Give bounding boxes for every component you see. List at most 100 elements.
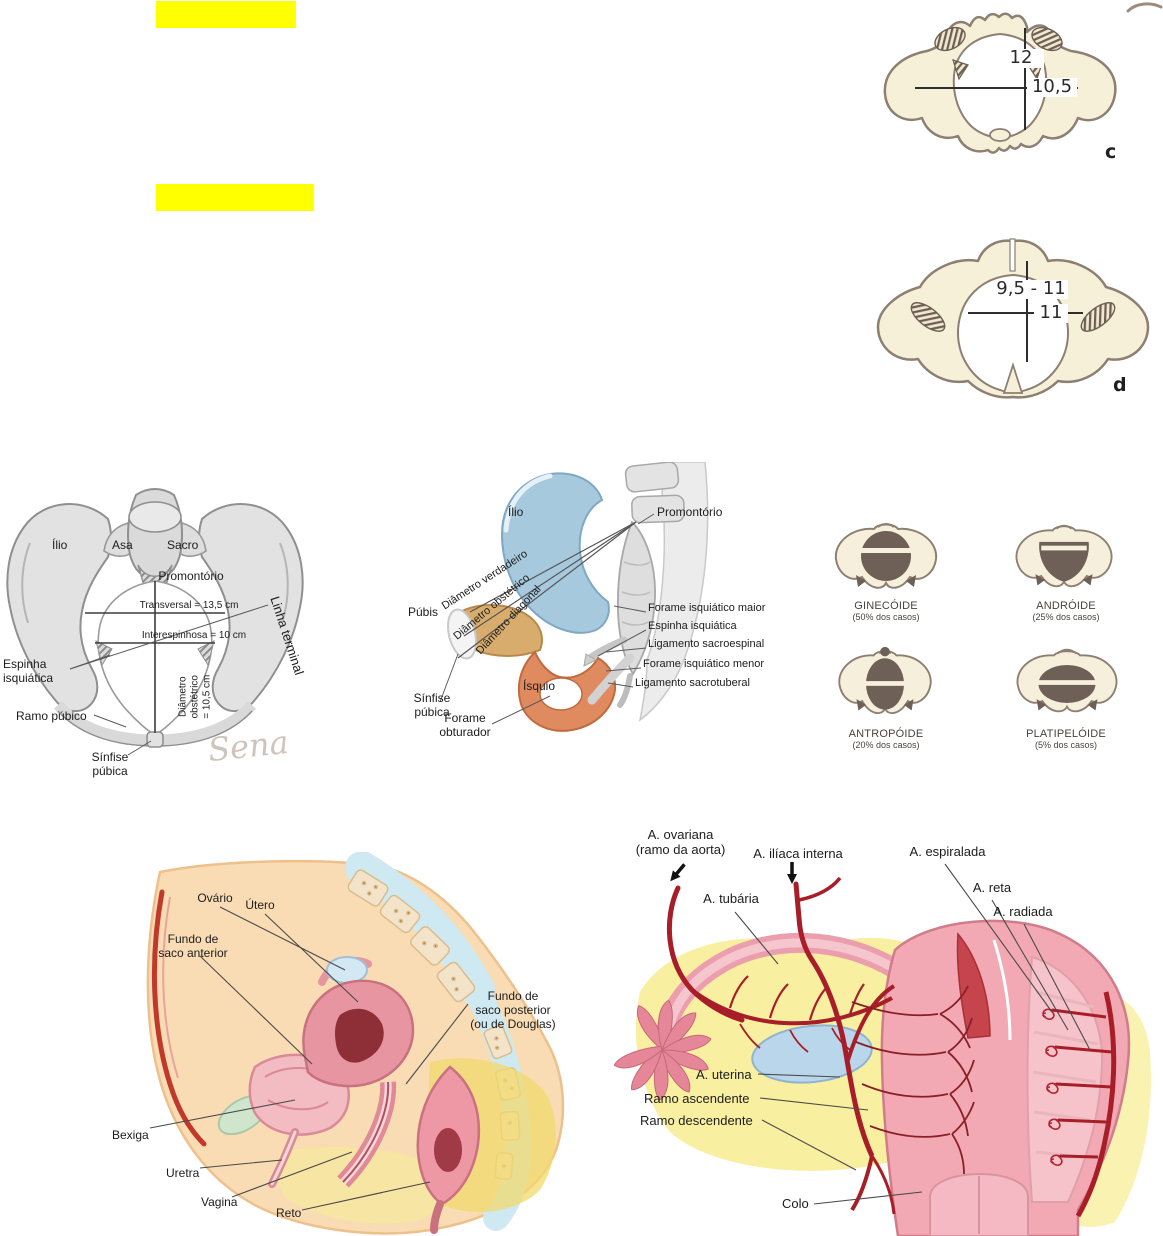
flow-arrow-iliac-icon <box>787 862 797 884</box>
type-name-platipeloide: PLATIPELÓIDE <box>1026 728 1106 740</box>
pelvis-type-platipeloide-illustration <box>1016 648 1118 713</box>
figure-pelvis-types: GINECÓIDE (50% dos casos) ANDRÓIDE (25% … <box>800 505 1163 780</box>
type-name-androide: ANDRÓIDE <box>1036 600 1096 612</box>
label-sinfise-pubica: Sínfise púbica <box>91 750 129 779</box>
label-a-uterina: A. uterina <box>696 1067 752 1082</box>
label-fundo-saco-anterior: Fundo de saco anterior <box>158 932 228 961</box>
posterior-spine <box>638 462 709 722</box>
coccyx-tip <box>1002 362 1024 394</box>
obturator-foramen <box>539 677 583 711</box>
descending-branch <box>850 1155 874 1212</box>
figure-tag-c: c <box>1105 141 1117 163</box>
leader-lines <box>149 906 469 1211</box>
type-cases-antropoide: (20% dos casos) <box>852 740 920 750</box>
type-cases-ginecoide: (50% dos casos) <box>852 612 920 622</box>
label-ligamento-sacroespinal: Ligamento sacroespinal <box>648 638 765 650</box>
pubic-ramus-right <box>159 701 257 746</box>
label-bexiga: Bexiga <box>112 1128 149 1142</box>
label-ilio: Ílio <box>508 505 524 519</box>
figure-pelvic-inlet: Ílio Asa Sacro Promontório Transversal =… <box>0 483 310 783</box>
pelvis-plane-c-illustration <box>883 12 1117 154</box>
measure-anteroposterior: 9,5 - 11 <box>994 279 1068 299</box>
measure-anteroposterior: 12 <box>998 48 1044 68</box>
corner-stroke-icon <box>1126 2 1163 13</box>
label-transversal: Transversal = 13,5 cm <box>139 600 239 611</box>
figure-tag-d: d <box>1113 374 1127 396</box>
label-vagina: Vagina <box>201 1195 238 1209</box>
label-ramo-pubico: Ramo púbico <box>16 709 87 723</box>
sacrospinous-ligament <box>586 636 628 662</box>
label-ilio: Ílio <box>52 538 68 552</box>
type-name-antropoide: ANTROPÓIDE <box>848 728 924 740</box>
pelvis-type-ginecoide-illustration <box>834 523 938 589</box>
label-ligamento-sacrotuberal: Ligamento sacrotuberal <box>635 677 750 689</box>
pubic-ramus-left <box>53 701 151 746</box>
highlight-bar-2 <box>156 184 314 211</box>
label-utero: Útero <box>245 898 275 912</box>
uterine-arteries-illustration <box>613 862 1151 1236</box>
label-asa: Asa <box>112 538 133 552</box>
label-fundo-saco-posterior: Fundo de saco posterior (ou de Douglas) <box>470 989 556 1032</box>
measure-transverse: 11 <box>1034 303 1068 323</box>
label-interespinhosa: Interespinhosa = 10 cm <box>141 630 247 641</box>
label-a-iliaca-interna: A. ilíaca interna <box>753 846 843 861</box>
abdominal-wall <box>151 889 207 1147</box>
spiral-arteries <box>1042 1008 1063 1166</box>
arteries <box>666 876 1117 1218</box>
label-a-radiada: A. radiada <box>993 904 1053 919</box>
label-a-tubaria: A. tubária <box>703 891 759 906</box>
label-a-espiralada: A. espiralada <box>909 844 986 859</box>
label-forame-isquiatico-menor: Forame isquiático menor <box>643 658 765 670</box>
figure-pelvis-lateral: Ílio Promontório Púbis Diâmetro verdadei… <box>400 462 770 757</box>
figure-pelvis-plane-d: 9,5 - 11 11 d <box>868 235 1160 420</box>
label-ramo-descendente: Ramo descendente <box>640 1113 753 1128</box>
label-colo: Colo <box>782 1196 809 1211</box>
sacrum <box>616 520 656 676</box>
sacral-ala-right <box>178 521 207 557</box>
label-forame-obturador: Forame obturador <box>439 711 491 740</box>
pelvis-lateral-illustration <box>439 462 709 732</box>
label-a-reta: A. reta <box>972 880 1012 895</box>
pubic-symphysis <box>146 731 164 748</box>
arcuate-artery <box>1075 991 1117 1218</box>
type-cases-androide: (25% dos casos) <box>1032 612 1100 622</box>
endometrial-edge <box>956 932 991 1039</box>
ischial-spine <box>583 653 598 667</box>
fimbriae <box>613 999 712 1101</box>
label-sacro: Sacro <box>167 538 199 552</box>
figure-pelvis-plane-c: 12 10,5 c <box>875 2 1120 167</box>
pelvis-plane-d-illustration <box>876 238 1150 399</box>
pelvis-type-antropoide-illustration <box>838 646 932 715</box>
label-pubis: Púbis <box>408 605 439 619</box>
leader-lines <box>734 863 1091 1205</box>
label-reto: Reto <box>276 1206 302 1220</box>
ovarian-artery <box>666 885 745 1023</box>
pelvis-type-androide-illustration <box>1015 524 1113 588</box>
uterine-artery <box>809 958 875 1158</box>
anal-canal <box>430 1200 444 1234</box>
right-ilium <box>198 503 304 712</box>
label-espinha-isquiatica: Espinha isquiática <box>3 657 54 686</box>
flow-arrow-ovarian-icon <box>670 863 686 882</box>
internal-iliac-artery <box>793 881 815 963</box>
fat-pad-inferior <box>277 1147 444 1224</box>
type-name-ginecoide: GINECÓIDE <box>854 600 918 612</box>
rectal-lumen <box>434 1128 462 1172</box>
symphysis-face <box>447 608 477 660</box>
label-isquio: Ísquio <box>523 679 556 693</box>
symphysis-gap <box>1009 238 1016 272</box>
label-ovario: Ovário <box>197 891 233 905</box>
sacral-ala-left <box>103 521 132 557</box>
label-diametro-obstetrico: Diâmetro obstétrico = 10,5 cm <box>177 674 212 719</box>
wall-vessels <box>851 985 975 1175</box>
left-ilium <box>6 503 112 712</box>
highlight-bar-1 <box>156 1 296 28</box>
sagittal-pelvis-illustration <box>146 852 565 1235</box>
pelvic-inlet-illustration <box>6 488 304 756</box>
label-promontorio: Promontório <box>657 505 723 519</box>
sacrotuberous-ligament <box>587 653 635 705</box>
label-ramo-ascendente: Ramo ascendente <box>644 1091 750 1106</box>
label-uretra: Uretra <box>166 1166 200 1180</box>
coccyx <box>617 673 633 708</box>
